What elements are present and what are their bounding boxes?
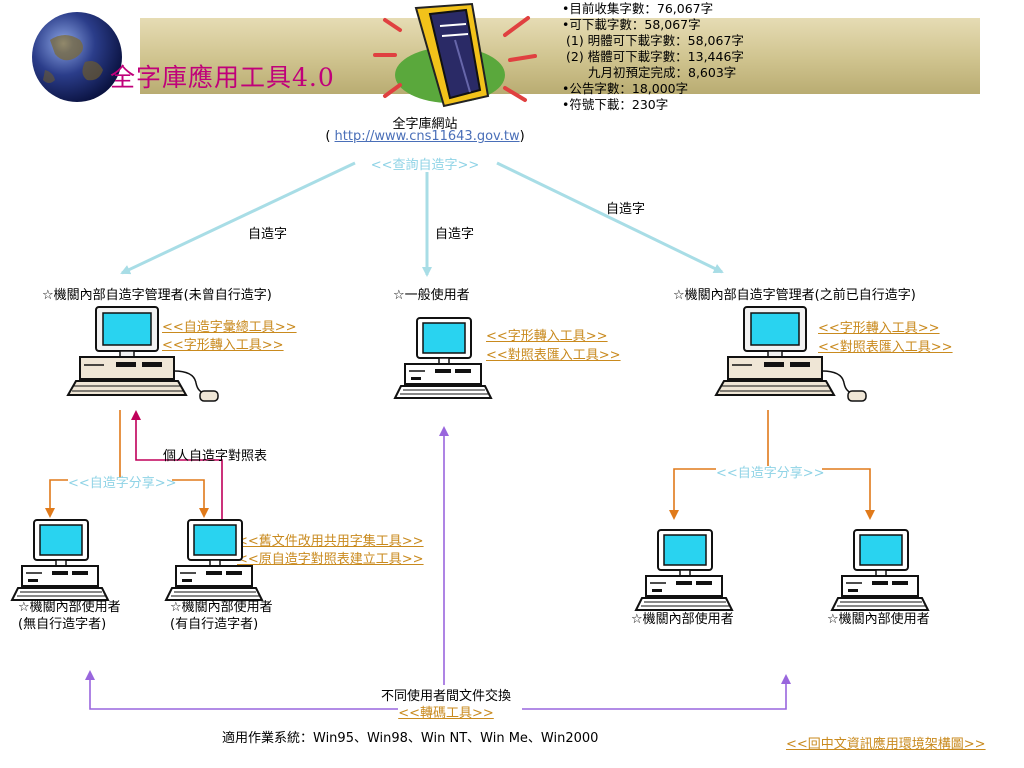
site-name: 全字庫網站: [392, 117, 458, 132]
url-paren-open: (: [325, 129, 331, 144]
stat-line: •公告字數：18,000字: [562, 81, 689, 96]
tool-link[interactable]: <<自造字彙總工具>>: [162, 320, 297, 335]
arrow-exchange-left: [85, 670, 398, 710]
edge-label-right: 自造字: [606, 202, 646, 217]
edge-label-middle: 自造字: [435, 227, 475, 242]
globe-icon: [32, 12, 122, 102]
os-support: 適用作業系統：Win95、Win98、Win NT、Win Me、Win2000: [222, 731, 599, 746]
node-admin-left-title: ☆機關內部自造字管理者(未曾自行造字): [42, 288, 272, 303]
site-url-line: ( http://www.cns11643.gov.tw): [300, 129, 550, 144]
arrow-personal-table: [131, 410, 223, 520]
site-url-link[interactable]: http://www.cns11643.gov.tw: [334, 129, 520, 144]
server-tower-icon: [373, 2, 537, 108]
stat-line: (2) 楷體可下載字數：13,446字: [566, 49, 744, 64]
tool-link[interactable]: <<舊文件改用共用字集工具>>: [237, 534, 424, 549]
tool-link[interactable]: <<原自造字對照表建立工具>>: [237, 552, 424, 567]
node-admin-right-title: ☆機關內部自造字管理者(之前已自行造字): [673, 288, 916, 303]
back-link-wrap: <<回中文資訊應用環境架構圖>>: [786, 733, 986, 752]
node-internal-yes: ☆機關內部使用者 (有自行造字者): [170, 599, 273, 633]
arrow-share-right-b: [822, 468, 875, 520]
share-link-left[interactable]: <<自造字分享>>: [68, 476, 177, 491]
computer-icon-internal-no: [11, 519, 109, 601]
node-internal-yes-line1: ☆機關內部使用者: [170, 600, 273, 615]
edge-label-personal-table: 個人自造字對照表: [163, 449, 268, 464]
tool-link[interactable]: <<字形轉入工具>>: [818, 321, 940, 336]
computer-icon-internal-yes: [165, 519, 263, 601]
tool-link[interactable]: <<字形轉入工具>>: [486, 329, 608, 344]
url-paren-close: ): [519, 129, 525, 144]
convert-tool-link[interactable]: <<轉碼工具>>: [398, 706, 494, 721]
arrow-share-left-a: [45, 479, 68, 518]
title-banner: [140, 18, 980, 94]
node-internal-yes-line2: (有自行造字者): [170, 617, 259, 632]
arrow-exchange-right: [522, 674, 791, 710]
computer-icon-internal-r1: [635, 529, 733, 611]
node-internal-r1: ☆機關內部使用者: [631, 612, 734, 627]
arrow-share-left-b: [172, 479, 209, 518]
convert-tool-wrap: <<轉碼工具>>: [346, 702, 546, 721]
stat-line: 九月初預定完成：8,603字: [588, 65, 737, 80]
tool-link[interactable]: <<對照表匯入工具>>: [486, 348, 621, 363]
tool-link[interactable]: <<對照表匯入工具>>: [818, 340, 953, 355]
tools-admin-right: <<字形轉入工具>> <<對照表匯入工具>>: [818, 318, 953, 356]
arrow-share-right-a: [669, 468, 716, 520]
tools-general-user: <<字形轉入工具>> <<對照表匯入工具>>: [486, 326, 621, 364]
arrow-site-to-admin-left: [120, 161, 356, 275]
node-internal-no: ☆機關內部使用者 (無自行造字者): [18, 599, 121, 633]
stat-line: •目前收集字數：76,067字: [562, 1, 714, 16]
exchange-label: 不同使用者間文件交換: [380, 689, 511, 704]
node-internal-no-line2: (無自行造字者): [18, 617, 107, 632]
computer-icon-admin-left: [67, 306, 219, 402]
arrow-site-to-admin-right: [496, 161, 724, 274]
stat-line: •可下載字數：58,067字: [562, 17, 701, 32]
stat-line: •符號下載：230字: [562, 97, 669, 112]
tools-internal-yes: <<舊文件改用共用字集工具>> <<原自造字對照表建立工具>>: [237, 532, 424, 568]
node-general-user-title: ☆一般使用者: [393, 288, 470, 303]
back-to-architecture-link[interactable]: <<回中文資訊應用環境架構圖>>: [786, 737, 986, 752]
computer-icon-admin-right: [715, 306, 867, 402]
tools-admin-left: <<自造字彙總工具>> <<字形轉入工具>>: [162, 318, 297, 354]
share-link-right[interactable]: <<自造字分享>>: [716, 466, 825, 481]
query-custom-chars-link[interactable]: <<查詢自造字>>: [370, 158, 480, 173]
edge-label-left: 自造字: [248, 227, 288, 242]
page-title: 全字庫應用工具4.0: [110, 63, 335, 92]
computer-icon-internal-r2: [831, 529, 929, 611]
computer-icon-general-user: [394, 317, 492, 399]
stat-line: (1) 明體可下載字數：58,067字: [566, 33, 744, 48]
tool-link[interactable]: <<字形轉入工具>>: [162, 338, 284, 353]
node-internal-r2: ☆機關內部使用者: [827, 612, 930, 627]
node-internal-no-line1: ☆機關內部使用者: [18, 600, 121, 615]
stats-list: •目前收集字數：76,067字 •可下載字數：58,067字 (1) 明體可下載…: [562, 1, 744, 113]
